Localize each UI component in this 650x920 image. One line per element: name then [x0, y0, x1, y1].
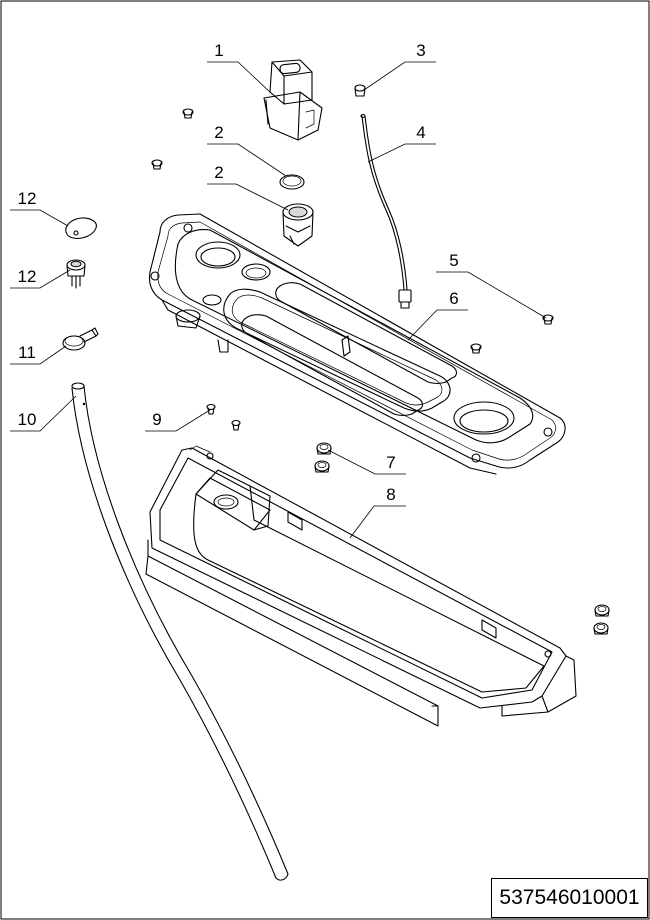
- small-screw-a: [182, 108, 194, 119]
- callout-label-2b: 2: [214, 163, 223, 182]
- callout-label-3: 3: [416, 41, 425, 60]
- small-screw-b: [151, 159, 163, 170]
- callout-label-1: 1: [214, 41, 223, 60]
- part-9-screw-a: [206, 403, 216, 415]
- clip-right-a: [594, 604, 610, 617]
- part-8-mounting-frame: [145, 445, 577, 727]
- callout-label-8: 8: [386, 485, 395, 504]
- part-12-lock: [66, 259, 86, 289]
- part-5-fastener: [542, 314, 554, 325]
- callout-label-12a: 12: [18, 189, 37, 208]
- callout-labels: 1 2 2 3 4 5 6 7 8 9 10 11 12 12: [18, 41, 459, 504]
- part-3-nut: [354, 84, 366, 97]
- callout-label-11: 11: [18, 343, 36, 362]
- part-11-hose-clamp: [62, 327, 99, 351]
- callout-label-4: 4: [416, 123, 425, 142]
- callout-label-10: 10: [18, 410, 37, 429]
- part-2-cap: [279, 174, 305, 190]
- part-1-switch-block: [263, 59, 323, 141]
- part-7-clip-a: [316, 442, 332, 455]
- callout-label-12b: 12: [18, 267, 37, 286]
- callout-label-7: 7: [386, 453, 395, 472]
- callout-label-5: 5: [449, 251, 458, 270]
- part-7-clip-b: [314, 460, 330, 473]
- callout-leaders: [10, 61, 547, 539]
- part-number-box: 537546010001: [491, 878, 648, 918]
- part-9-screw-b: [231, 419, 241, 431]
- clip-right-b: [593, 622, 609, 635]
- part-4-cable: [360, 113, 412, 309]
- part-10-hose: [71, 382, 289, 881]
- fastener-near-tray: [470, 343, 482, 354]
- callout-label-2a: 2: [214, 123, 223, 142]
- part-number: 537546010001: [499, 886, 640, 909]
- callout-label-6: 6: [449, 289, 458, 308]
- part-6-console-tray: [148, 213, 566, 475]
- callout-label-9: 9: [152, 410, 161, 429]
- part-2-socket: [282, 203, 314, 247]
- part-12-key: [65, 217, 97, 239]
